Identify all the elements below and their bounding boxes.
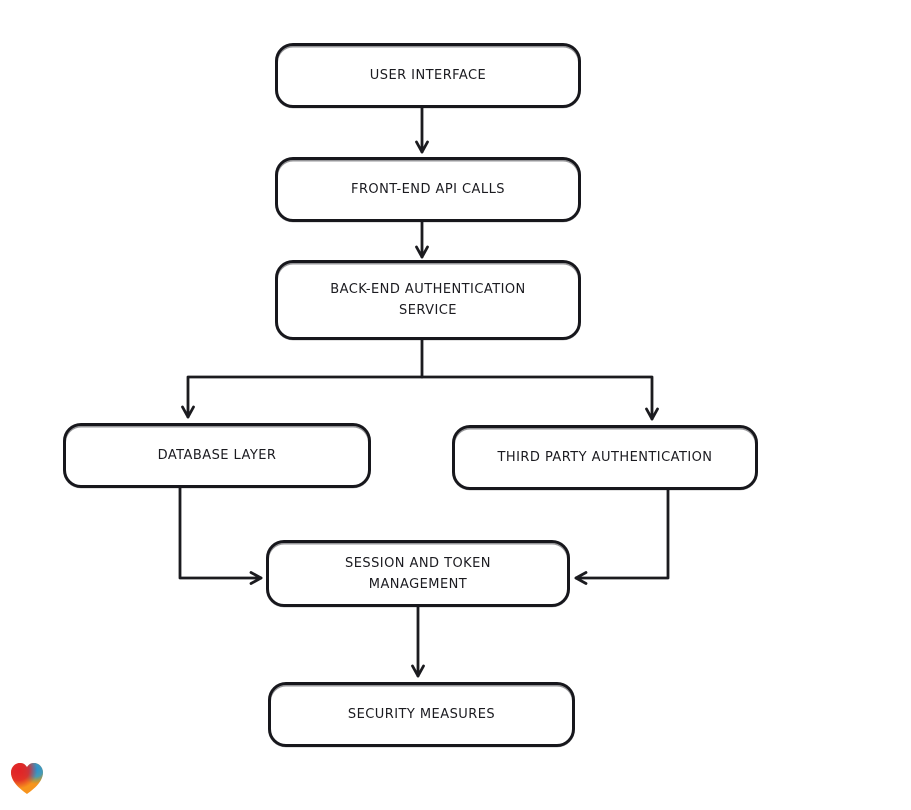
node-label-session-and-token-management: SESSION AND TOKEN MANAGEMENT bbox=[345, 555, 491, 592]
node-database-layer[interactable]: DATABASE LAYER bbox=[63, 423, 371, 488]
node-back-end-authentication-service[interactable]: BACK-END AUTHENTICATION SERVICE bbox=[275, 260, 581, 340]
gradient-heart-icon[interactable] bbox=[9, 761, 45, 796]
node-session-and-token-management[interactable]: SESSION AND TOKEN MANAGEMENT bbox=[266, 540, 570, 607]
node-label-user-interface: USER INTERFACE bbox=[369, 68, 487, 83]
edge-backend-to-thirdparty[interactable] bbox=[420, 375, 659, 421]
edge-database-to-session[interactable] bbox=[178, 484, 263, 585]
node-label-third-party-authentication: THIRD PARTY AUTHENTICATION bbox=[497, 450, 713, 465]
edge-thirdparty-to-session[interactable] bbox=[574, 486, 670, 585]
node-user-interface[interactable]: USER INTERFACE bbox=[275, 43, 581, 108]
node-label-database-layer: DATABASE LAYER bbox=[157, 448, 277, 463]
node-security-measures[interactable]: SECURITY MEASURES bbox=[268, 682, 575, 747]
node-label-back-end-authentication-service: BACK-END AUTHENTICATION SERVICE bbox=[330, 282, 526, 318]
edge-backend-to-database[interactable] bbox=[181, 375, 424, 419]
node-third-party-authentication[interactable]: THIRD PARTY AUTHENTICATION bbox=[452, 425, 758, 490]
node-front-end-api-calls[interactable]: FRONT-END API CALLS bbox=[275, 157, 581, 222]
node-label-front-end-api-calls: FRONT-END API CALLS bbox=[351, 182, 505, 197]
node-label-security-measures: SECURITY MEASURES bbox=[347, 707, 496, 722]
